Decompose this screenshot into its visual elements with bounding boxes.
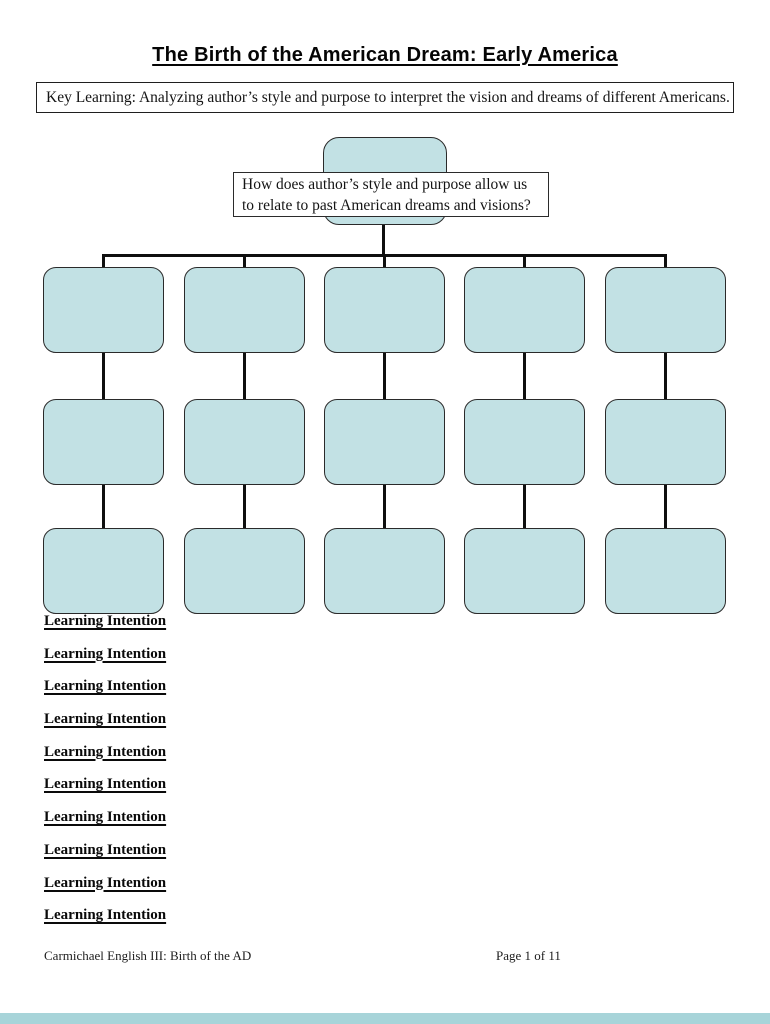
connector-root-stem (382, 224, 385, 255)
connector-stub-col3 (383, 254, 386, 268)
learning-intention-link-1[interactable]: Learning Intention (44, 613, 167, 629)
connector-r1r2-col5 (664, 352, 667, 400)
diagram-box-r3c4 (464, 528, 585, 614)
key-learning-text: Key Learning: Analyzing author’s style a… (46, 88, 730, 106)
central-question-box: How does author’s style and purpose allo… (233, 172, 549, 217)
footer-page-number: Page 1 of 11 (496, 948, 561, 963)
diagram-box-r2c5 (605, 399, 726, 485)
connector-r1r2-col4 (523, 352, 526, 400)
connector-stub-col2 (243, 254, 246, 268)
central-question-text: How does author’s style and purpose allo… (242, 176, 531, 214)
diagram-box-r3c3 (324, 528, 445, 614)
connector-r2r3-col4 (523, 484, 526, 529)
connector-r2r3-col3 (383, 484, 386, 529)
connector-r2r3-col5 (664, 484, 667, 529)
connector-r1r2-col3 (383, 352, 386, 400)
key-learning-banner: Key Learning: Analyzing author’s style a… (36, 82, 734, 113)
diagram-box-r3c5 (605, 528, 726, 614)
learning-intention-link-9[interactable]: Learning Intention (44, 874, 167, 891)
connector-r2r3-col2 (243, 484, 246, 529)
diagram-box-r1c3 (324, 267, 445, 353)
diagram-box-r3c1 (43, 528, 164, 614)
learning-intention-link-7[interactable]: Learning Intention (44, 809, 167, 826)
page-title: The Birth of the American Dream: Early A… (152, 44, 618, 66)
learning-intention-link-2[interactable]: Learning Intention (44, 645, 167, 662)
learning-intention-link-3[interactable]: Learning Intention (44, 678, 167, 695)
connector-stub-col5 (664, 254, 667, 268)
diagram-box-r1c2 (184, 267, 305, 353)
learning-intention-list: Learning Intention Learning Intention Le… (44, 614, 166, 941)
connector-r1r2-col2 (243, 352, 246, 400)
diagram-box-r2c2 (184, 399, 305, 485)
diagram-box-r2c1 (43, 399, 164, 485)
bottom-accent-bar (0, 1013, 770, 1024)
diagram-box-r1c1 (43, 267, 164, 353)
diagram-box-r2c4 (464, 399, 585, 485)
connector-stub-col4 (523, 254, 526, 268)
diagram-box-r1c4 (464, 267, 585, 353)
learning-intention-link-4[interactable]: Learning Intention (44, 711, 167, 728)
connector-stub-col1 (102, 254, 105, 268)
learning-intention-link-10[interactable]: Learning Intention (44, 907, 167, 924)
diagram-box-r3c2 (184, 528, 305, 614)
learning-intention-link-8[interactable]: Learning Intention (44, 841, 167, 858)
diagram-box-r1c5 (605, 267, 726, 353)
connector-r1r2-col1 (102, 352, 105, 400)
learning-intention-link-5[interactable]: Learning Intention (44, 743, 167, 760)
footer-document-label: Carmichael English III: Birth of the AD (44, 948, 252, 963)
learning-intention-link-6[interactable]: Learning Intention (44, 776, 167, 793)
diagram-box-r2c3 (324, 399, 445, 485)
connector-r2r3-col1 (102, 484, 105, 529)
